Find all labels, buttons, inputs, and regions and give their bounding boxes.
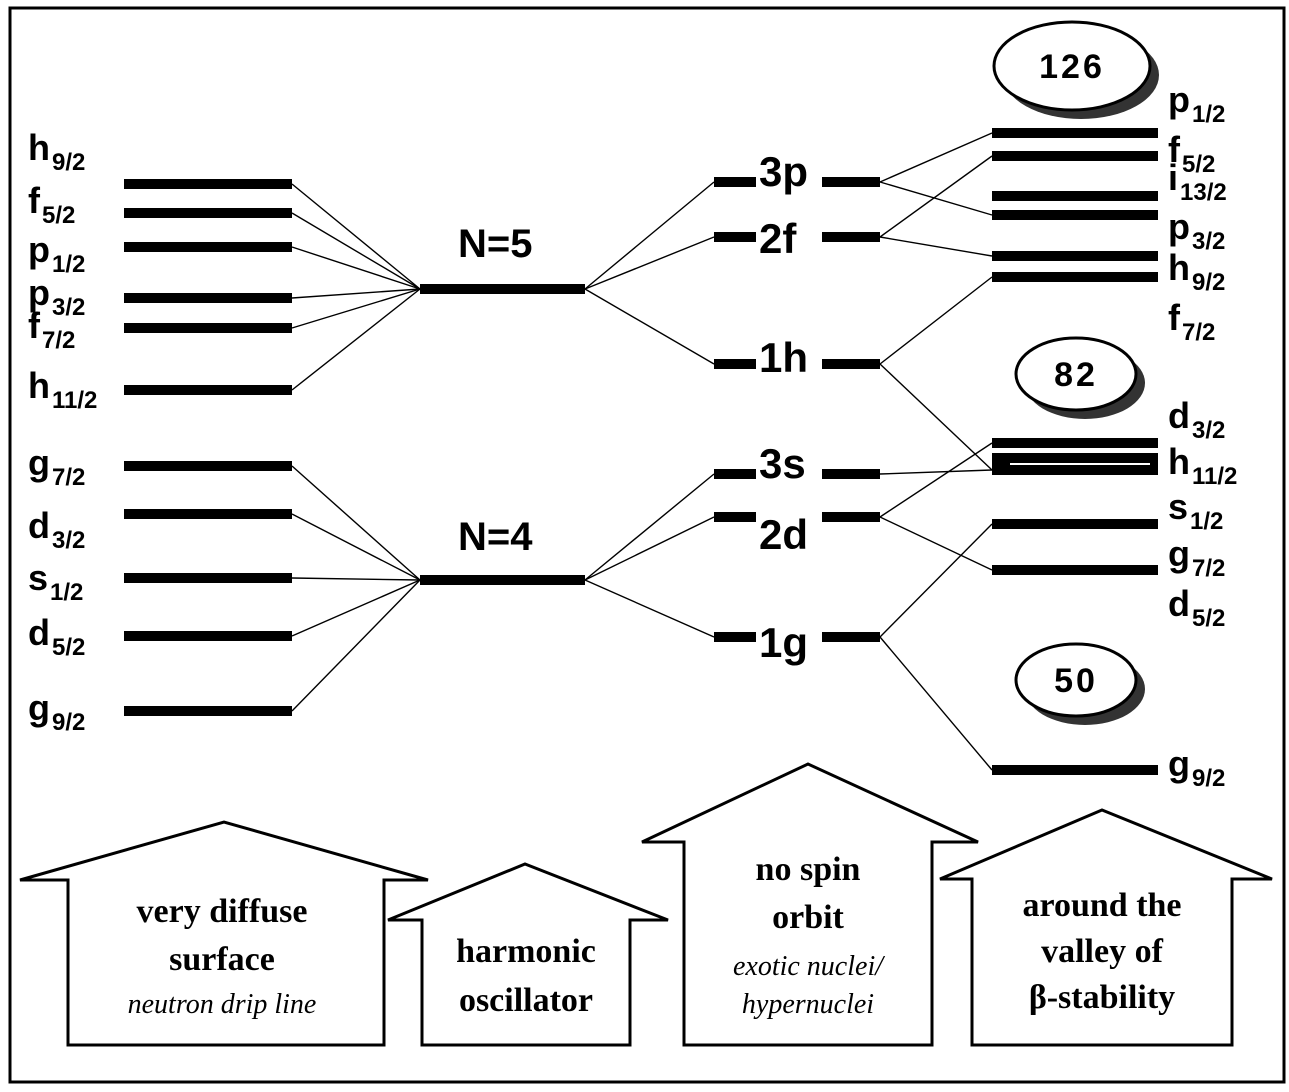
left-level-label: f5/2 bbox=[28, 180, 75, 229]
magic-number-ellipse bbox=[992, 20, 1152, 112]
orbital-right-connector bbox=[879, 155, 993, 238]
right-level-label: p1/2 bbox=[1168, 79, 1225, 128]
magic-number-ellipse bbox=[1014, 642, 1138, 718]
left-connector bbox=[291, 288, 421, 329]
up-arrow bbox=[19, 820, 429, 1047]
left-level-label: p1/2 bbox=[28, 229, 85, 278]
shell-label: N=5 bbox=[458, 222, 533, 266]
right-level-label: d5/2 bbox=[1168, 583, 1225, 632]
up-arrow bbox=[387, 862, 669, 1047]
arrow-label: surface bbox=[169, 941, 275, 978]
orbital-label: 2d bbox=[759, 511, 808, 558]
arrow-label: very diffuse bbox=[137, 893, 308, 930]
left-level-label: d5/2 bbox=[28, 612, 85, 661]
arrow-label: orbit bbox=[772, 899, 844, 936]
orbital-right-connector bbox=[879, 442, 993, 518]
shell-orbital-connector bbox=[584, 288, 715, 365]
orbital-right-connector bbox=[879, 516, 993, 571]
up-arrow bbox=[939, 808, 1273, 1047]
left-connector bbox=[291, 288, 421, 299]
energy-levels bbox=[124, 128, 1158, 775]
shell-orbital-connector bbox=[584, 516, 715, 581]
shell-orbital-connector bbox=[584, 181, 715, 290]
orbital-right-connector bbox=[879, 181, 993, 216]
left-connector bbox=[291, 183, 421, 290]
left-connector bbox=[291, 246, 421, 290]
magic-number-label: 82 bbox=[1054, 356, 1098, 394]
right-level-label: i13/2 bbox=[1168, 157, 1227, 206]
orbital-right-connector bbox=[879, 469, 993, 475]
orbital-right-connector bbox=[879, 363, 993, 471]
arrow-label: oscillator bbox=[459, 982, 593, 1019]
arrow-label: around the bbox=[1022, 887, 1181, 924]
left-level-label: s1/2 bbox=[28, 557, 83, 606]
left-connector bbox=[291, 577, 421, 581]
diagram-frame bbox=[8, 6, 1286, 1084]
left-level-label: g9/2 bbox=[28, 687, 85, 736]
left-level-label: f7/2 bbox=[28, 305, 75, 354]
magic-numbers: 126 82 50 bbox=[992, 20, 1159, 725]
up-arrow bbox=[641, 762, 979, 1047]
left-level-label: h9/2 bbox=[28, 127, 85, 176]
left-connector bbox=[291, 579, 421, 637]
shell-orbital-connector bbox=[584, 579, 715, 638]
orbital-label: 1h bbox=[759, 334, 808, 381]
left-level-label: g7/2 bbox=[28, 442, 85, 491]
orbital-label: 3p bbox=[759, 148, 808, 195]
arrow-italic-label: hypernuclei bbox=[742, 989, 874, 1020]
orbital-label: 2f bbox=[759, 215, 797, 262]
magic-number-label: 126 bbox=[1039, 48, 1105, 86]
magic-number-ellipse bbox=[1014, 336, 1138, 412]
right-level-label: g9/2 bbox=[1168, 743, 1225, 792]
right-level-label: d3/2 bbox=[1168, 395, 1225, 444]
left-connector bbox=[291, 212, 421, 290]
arrow-label: β-stability bbox=[1029, 979, 1175, 1016]
orbital-right-connector bbox=[879, 636, 993, 771]
orbital-label: 3s bbox=[759, 440, 806, 487]
right-level-label: h9/2 bbox=[1168, 247, 1225, 296]
arrow-italic-label: exotic nuclei/ bbox=[733, 951, 885, 982]
right-level-label: f7/2 bbox=[1168, 297, 1215, 346]
level-labels: h9/2f5/2p1/2p3/2f7/2h11/2g7/2d3/2s1/2d5/… bbox=[28, 79, 1237, 792]
right-level-label: p3/2 bbox=[1168, 206, 1225, 255]
orbital-right-connector bbox=[879, 236, 993, 257]
arrow-italic-label: neutron drip line bbox=[128, 989, 317, 1020]
left-level-label: p3/2 bbox=[28, 272, 85, 321]
shell-orbital-connector bbox=[584, 473, 715, 581]
orbital-right-connector bbox=[879, 523, 993, 638]
arrows: very diffuse surface neutron drip line harm… bbox=[19, 762, 1273, 1047]
shell-orbital-connector bbox=[584, 236, 715, 290]
arrow-label: harmonic bbox=[456, 933, 596, 970]
right-level-label: g7/2 bbox=[1168, 533, 1225, 582]
left-connector bbox=[291, 513, 421, 581]
left-level-label: d3/2 bbox=[28, 505, 85, 554]
left-level-label: h11/2 bbox=[28, 365, 97, 414]
right-level-label: h11/2 bbox=[1168, 441, 1237, 490]
magic-number-label: 50 bbox=[1054, 662, 1098, 700]
right-level-label: f5/2 bbox=[1168, 129, 1215, 178]
left-connector bbox=[291, 465, 421, 581]
right-level-label: s1/2 bbox=[1168, 486, 1223, 535]
orbital-right-connector bbox=[879, 276, 993, 365]
orbital-right-connector bbox=[879, 132, 993, 183]
connectors bbox=[291, 132, 993, 771]
left-connector bbox=[291, 579, 421, 712]
orbital-label: 1g bbox=[759, 619, 808, 666]
arrow-label: no spin bbox=[756, 851, 861, 888]
left-connector bbox=[291, 288, 421, 391]
arrow-label: valley of bbox=[1041, 933, 1163, 970]
shell-label: N=4 bbox=[458, 515, 533, 559]
